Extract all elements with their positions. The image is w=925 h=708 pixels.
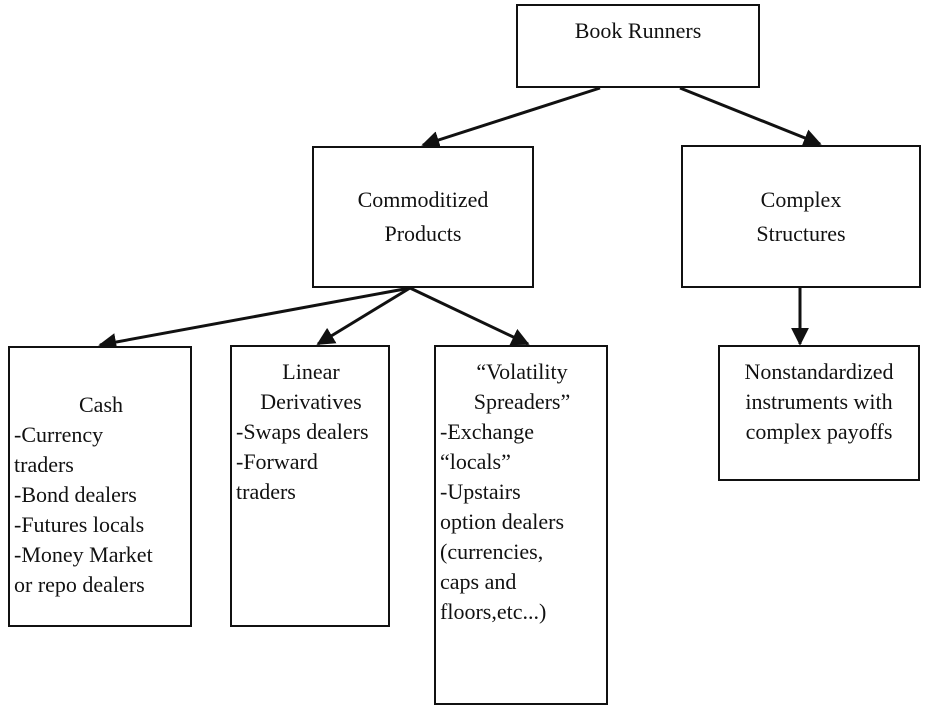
edge-book-runners-to-commoditized [421,86,601,149]
node-label-line: Nonstandardized [744,359,894,384]
node-title-line: Cash [79,392,123,417]
node-item-line: (currencies, [440,539,544,564]
node-label-line: Complex [760,186,842,212]
node-item-line: -Bond dealers [14,482,137,507]
node-item-line: or repo dealers [14,572,145,597]
edge-commoditized-to-linear [316,286,411,346]
node-cash-items: -Currency traders -Bond dealers -Futures… [14,420,188,600]
edge-book-runners-to-complex [679,86,822,147]
node-title-line: Linear [282,359,340,384]
node-volatility-spreaders-items: -Exchange “locals” -Upstairs option deal… [440,417,604,627]
node-item-line: caps and [440,569,517,594]
node-label-line: Book Runners [574,18,702,43]
node-item-line: -Currency [14,422,104,447]
node-linear-derivatives: Linear Derivatives -Swaps dealers -Forwa… [230,345,390,627]
node-label-line: Commoditized [357,187,489,212]
node-item-line: traders [14,452,74,477]
node-cash-title: Cash [14,390,188,420]
node-item-line: -Money Market [14,542,153,567]
node-commoditized-products-label: Commoditized Products [358,183,489,251]
node-book-runners: Book Runners [516,4,760,88]
node-linear-derivatives-title: Linear Derivatives [236,357,386,417]
node-item-line: -Forward [236,449,318,474]
node-nonstandardized-instruments-label: Nonstandardized instruments with complex… [720,357,918,447]
node-label-line: Structures [756,220,846,246]
node-nonstandardized-instruments: Nonstandardized instruments with complex… [718,345,920,481]
node-linear-derivatives-items: -Swaps dealers -Forward traders [236,417,386,507]
node-item-line: -Swaps dealers [236,419,369,444]
node-title-line: “Volatility [476,359,568,384]
node-item-line: floors,etc...) [440,599,547,624]
node-volatility-spreaders-title: “Volatility Spreaders” [440,357,604,417]
node-book-runners-label: Book Runners [575,16,702,46]
node-label-line: complex payoffs [745,419,893,444]
node-item-line: option dealers [440,509,565,534]
node-label-line: instruments with [745,389,893,414]
node-volatility-spreaders: “Volatility Spreaders” -Exchange “locals… [434,345,608,705]
node-title-line: Derivatives [260,389,362,414]
node-label-line: Products [384,221,462,246]
node-item-line: -Exchange [440,419,535,444]
node-complex-structures-label: Complex Structures [756,183,845,251]
edge-commoditized-to-volatility [409,286,530,346]
node-item-line: -Futures locals [14,512,145,537]
node-complex-structures: Complex Structures [681,145,921,288]
node-title-line: Spreaders” [473,389,571,414]
node-commoditized-products: Commoditized Products [312,146,534,288]
node-item-line: “locals” [440,449,511,474]
edge-commoditized-to-cash [98,286,411,351]
node-item-line: traders [236,479,296,504]
node-cash: Cash -Currency traders -Bond dealers -Fu… [8,346,192,627]
node-item-line: -Upstairs [440,479,521,504]
